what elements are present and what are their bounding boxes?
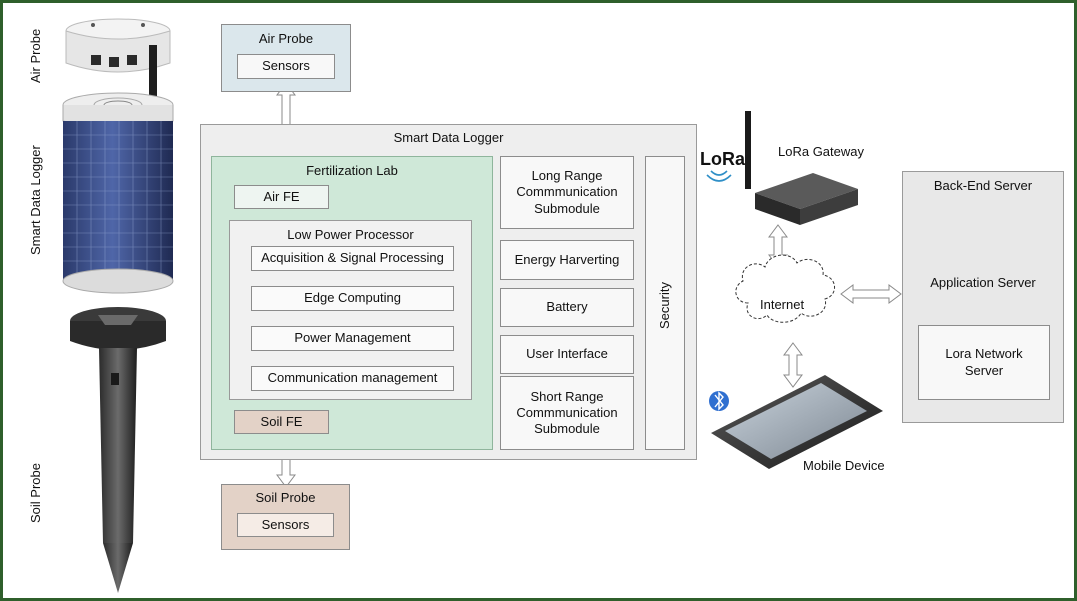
soil-fe-box: Soil FE: [234, 410, 329, 434]
air-fe-box: Air FE: [234, 185, 329, 209]
low-power-processor-title: Low Power Processor: [287, 227, 414, 242]
air-probe-sensors: Sensors: [237, 54, 335, 79]
smart-data-logger-title: Smart Data Logger: [393, 130, 504, 145]
user-interface-box: User Interface: [500, 335, 634, 374]
lora-logo: LoRa: [700, 149, 745, 169]
soil-probe-side-label: Soil Probe: [28, 463, 43, 523]
internet-cloud-icon: [735, 254, 835, 323]
energy-harvesting-box: Energy Harverting: [500, 240, 634, 280]
security-label: Security: [657, 282, 672, 329]
communication-management-box: Communication management: [251, 366, 454, 391]
fertilization-lab-title: Fertilization Lab: [306, 163, 398, 178]
lora-network-server-line-2: Server: [964, 362, 1004, 378]
soil-probe-illustration: [70, 307, 166, 593]
lora-network-server-line-1: Lora Network: [945, 346, 1023, 362]
smart-data-logger-side-label: Smart Data Logger: [28, 145, 43, 255]
security-box: [645, 156, 685, 450]
soil-probe-sensors: Sensors: [237, 513, 334, 537]
internet-label: Internet: [760, 297, 805, 312]
battery-box: Battery: [500, 288, 634, 327]
internet-to-mobile-arrow: [783, 342, 803, 388]
lora-network-server-box: Lora Network Server: [918, 325, 1050, 400]
mobile-device-label: Mobile Device: [803, 458, 885, 473]
antenna-illustration: [149, 45, 157, 97]
internet-to-backend-arrow: [840, 284, 902, 304]
long-range-communication-submodule: Long Range Commmunication Submodule: [500, 156, 634, 229]
lora-gateway-label: LoRa Gateway: [778, 144, 864, 159]
short-range-line-1: Short Range: [530, 388, 604, 404]
lora-gateway-illustration: [745, 111, 858, 225]
short-range-line-3: Submodule: [534, 421, 600, 437]
air-probe-title: Air Probe: [258, 31, 314, 46]
smart-data-logger-illustration: [62, 92, 174, 294]
long-range-line-2: Commmunication: [516, 184, 618, 200]
power-management-box: Power Management: [251, 326, 454, 351]
back-end-server-title: Back-End Server: [933, 178, 1033, 193]
bluetooth-icon: [709, 391, 729, 411]
application-server-label: Application Server: [930, 275, 1036, 290]
acquisition-signal-processing-box: Acquisition & Signal Processing: [251, 246, 454, 271]
air-probe-illustration: [65, 18, 171, 73]
long-range-line-3: Submodule: [534, 200, 600, 216]
mobile-device-illustration: [711, 375, 883, 469]
short-range-line-2: Commmunication: [516, 404, 618, 420]
long-range-line-1: Long Range: [531, 168, 603, 184]
air-probe-side-label: Air Probe: [28, 28, 43, 83]
short-range-communication-submodule: Short Range Commmunication Submodule: [500, 376, 634, 450]
wireless-signal-icon: [706, 170, 732, 182]
edge-computing-box: Edge Computing: [251, 286, 454, 311]
soil-probe-title: Soil Probe: [255, 490, 316, 505]
